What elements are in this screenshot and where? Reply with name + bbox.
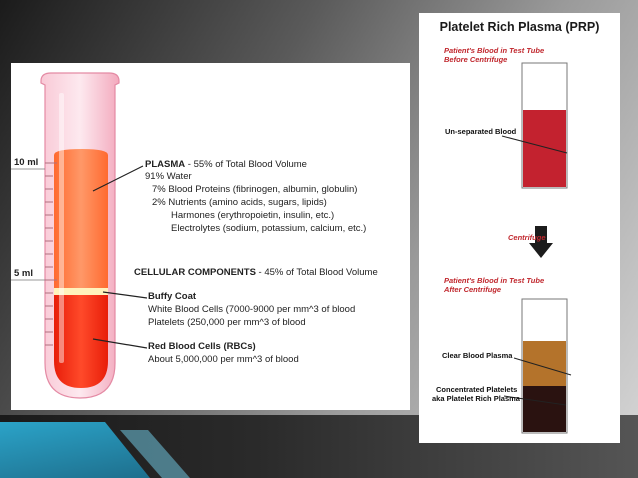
- buffy-item-wbc: White Blood Cells (7000-9000 per mm^3 of…: [148, 304, 356, 315]
- before-caption-line2: Before Centrifuge: [444, 55, 508, 64]
- rbc-leader: [92, 338, 148, 349]
- after-caption-line2: After Centrifuge: [444, 285, 502, 294]
- scale-label-5ml: 5 ml: [14, 268, 34, 279]
- concentrated-label-line2: aka Platelet Rich Plasma: [432, 394, 520, 403]
- plasma-heading: PLASMA - 55% of Total Blood Volume: [145, 159, 307, 170]
- tube-scale-ticks: [45, 162, 57, 346]
- unseparated-blood-label: Un-separated Blood: [445, 127, 517, 136]
- concentrated-leader: [503, 395, 567, 406]
- rbc-layer: [54, 295, 108, 388]
- buffy-item-platelets: Platelets (250,000 per mm^3 of blood: [148, 317, 306, 328]
- rbc-count: About 5,000,000 per mm^3 of blood: [148, 354, 299, 365]
- after-caption-line1: Patient's Blood in Test Tube: [444, 276, 545, 285]
- plasma-item-proteins: 7% Blood Proteins (fibrinogen, albumin, …: [152, 184, 358, 195]
- down-arrow-icon: [529, 226, 553, 258]
- buffy-coat-layer: [54, 288, 108, 295]
- prp-diagram: Platelet Rich Plasma (PRP) Patient's Blo…: [419, 13, 620, 443]
- plasma-layer: [54, 149, 108, 288]
- prp-title: Platelet Rich Plasma (PRP): [439, 20, 600, 34]
- centrifuge-label: Centrifuge: [508, 233, 546, 242]
- plasma-item-nutrients: 2% Nutrients (amino acids, sugars, lipid…: [152, 197, 327, 208]
- prp-tubes-illustration: [501, 62, 572, 434]
- plasma-leader: [92, 165, 144, 192]
- buffy-leader: [102, 291, 148, 299]
- plasma-item-water: 91% Water: [145, 171, 192, 182]
- before-tube: [521, 62, 568, 189]
- test-tube-illustration: [11, 72, 148, 399]
- clear-plasma-label: Clear Blood Plasma: [442, 351, 513, 360]
- before-caption-line1: Patient's Blood in Test Tube: [444, 46, 545, 55]
- rbc-heading: Red Blood Cells (RBCs): [148, 341, 256, 352]
- buffy-coat-heading: Buffy Coat: [148, 291, 197, 302]
- cellular-heading: CELLULAR COMPONENTS - 45% of Total Blood…: [134, 267, 378, 278]
- clear-plasma-leader: [513, 357, 572, 376]
- plasma-item-hormones: Harmones (erythropoietin, insulin, etc.): [171, 210, 335, 221]
- blood-composition-diagram: 10 ml 5 ml PLASMA - 55% of Total Blood V…: [11, 63, 410, 410]
- after-tube: [521, 298, 568, 434]
- plasma-item-electrolytes: Electrolytes (sodium, potassium, calcium…: [171, 223, 367, 234]
- scale-label-10ml: 10 ml: [14, 157, 39, 168]
- concentrated-label-line1: Concentrated Platelets: [436, 385, 518, 394]
- unseparated-leader: [501, 135, 568, 154]
